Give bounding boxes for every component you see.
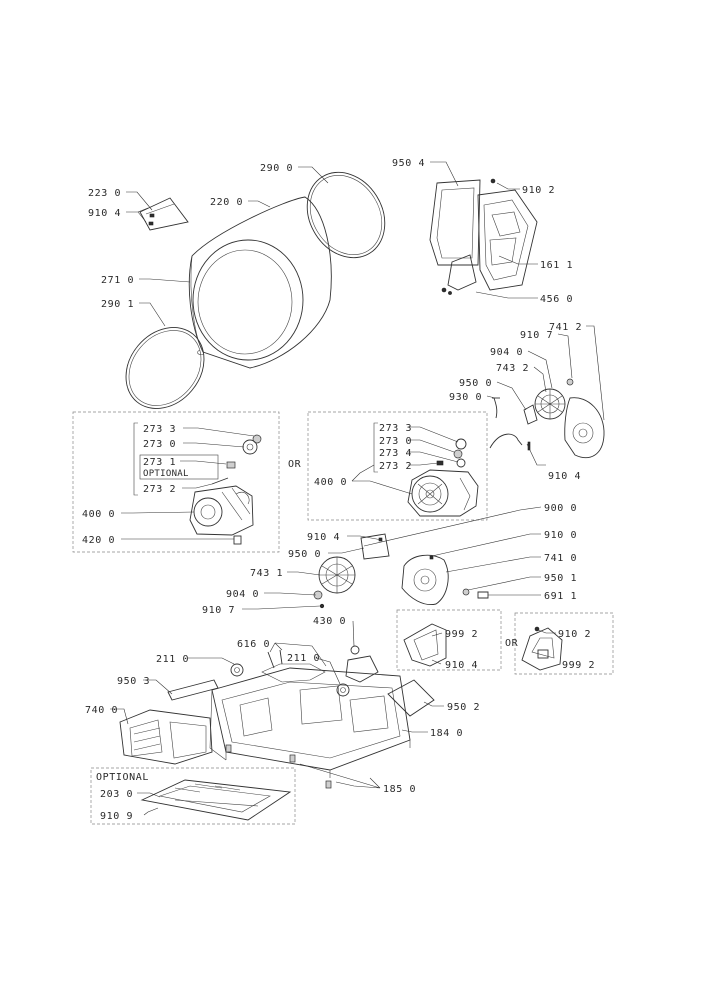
label-273-2-a: 273 2 [143, 484, 176, 495]
fan-scroll-741-2 [564, 397, 605, 459]
label-456-0: 456 0 [540, 294, 573, 305]
label-400-0-b: 400 0 [314, 477, 347, 488]
label-273-3-b: 273 3 [379, 423, 412, 434]
label-950-0-b: 950 0 [288, 549, 321, 560]
label-185-0: 185 0 [383, 784, 416, 795]
label-950-1: 950 1 [544, 573, 577, 584]
label-910-0: 910 0 [544, 530, 577, 541]
drum-lifter [139, 197, 189, 231]
filter-housing [477, 189, 538, 291]
label-743-2: 743 2 [496, 363, 529, 374]
label-273-0-b: 273 0 [379, 436, 412, 447]
fan-impeller-743-2 [534, 388, 566, 420]
label-184-0: 184 0 [430, 728, 463, 739]
door-bellows [429, 179, 481, 266]
label-999-2-b: 999 2 [562, 660, 595, 671]
label-or-b: OR [505, 638, 519, 649]
label-271-0: 271 0 [101, 275, 134, 286]
label-910-4-d: 910 4 [445, 660, 478, 671]
base-chassis-184-0 [209, 663, 411, 778]
label-910-2-a: 910 2 [522, 185, 555, 196]
label-910-4-c: 910 4 [307, 532, 340, 543]
label-950-3: 950 3 [117, 676, 150, 687]
label-616-0: 616 0 [237, 639, 270, 650]
label-273-0-a: 273 0 [143, 439, 176, 450]
label-910-4-a: 910 4 [88, 208, 121, 219]
drum-assembly [188, 196, 332, 369]
label-211-0-b: 211 0 [287, 653, 320, 664]
label-430-0: 430 0 [313, 616, 346, 627]
label-930-0: 930 0 [449, 392, 482, 403]
label-203-0: 203 0 [100, 789, 133, 800]
pump-cover-999-2-a [403, 623, 447, 667]
filter-bracket [441, 254, 477, 295]
label-273-3-a: 273 3 [143, 424, 176, 435]
label-691-1: 691 1 [544, 591, 577, 602]
label-743-1: 743 1 [250, 568, 283, 579]
label-741-2: 741 2 [549, 322, 582, 333]
label-420-0: 420 0 [82, 535, 115, 546]
option-box-999-2-right [514, 612, 614, 675]
label-910-7-b: 910 7 [202, 605, 235, 616]
label-904-0-a: 904 0 [490, 347, 523, 358]
label-223-0: 223 0 [88, 188, 121, 199]
label-910-7-a: 910 7 [520, 330, 553, 341]
label-or-a: OR [288, 459, 302, 470]
fan-bracket-950-0 [360, 533, 390, 560]
option-box-base-plate [90, 767, 296, 825]
part-labels: 290 0 223 0 910 4 220 0 271 0 290 1 950 … [82, 158, 595, 822]
option-box-999-2-left [396, 609, 502, 671]
label-273-1: 273 1 [143, 457, 176, 468]
seal-950-3 [167, 679, 219, 701]
motor-400-0-left [189, 485, 254, 536]
label-999-2-a: 999 2 [445, 629, 478, 640]
label-220-0: 220 0 [210, 197, 243, 208]
seal-950-2 [387, 679, 435, 717]
label-optional-a: OPTIONAL [143, 469, 189, 479]
label-740-0: 740 0 [85, 705, 118, 716]
label-400-0-a: 400 0 [82, 509, 115, 520]
motor-400-0-right [407, 469, 479, 517]
label-290-1: 290 1 [101, 299, 134, 310]
label-211-0-a: 211 0 [156, 654, 189, 665]
label-950-4: 950 4 [392, 158, 425, 169]
label-950-2: 950 2 [447, 702, 480, 713]
label-904-0-b: 904 0 [226, 589, 259, 600]
pump-cover-999-2-b [521, 626, 563, 671]
label-290-0: 290 0 [260, 163, 293, 174]
label-273-4: 273 4 [379, 448, 412, 459]
label-900-0: 900 0 [544, 503, 577, 514]
leader-lines [110, 161, 605, 816]
pump-430-0 [345, 645, 379, 683]
base-plate-203-0 [140, 779, 292, 821]
label-273-2-b: 273 2 [379, 461, 412, 472]
label-741-0: 741 0 [544, 553, 577, 564]
condenser-740-0 [119, 709, 213, 765]
fan-impeller-743-1 [318, 556, 356, 594]
drum-seal-290-1 [125, 327, 205, 409]
drum-seal-290-0 [306, 171, 386, 259]
motor-option-box-right [307, 411, 488, 521]
label-910-9: 910 9 [100, 811, 133, 822]
label-optional-b: OPTIONAL [96, 772, 149, 783]
fan-scroll-741-0 [401, 554, 449, 606]
label-950-0-a: 950 0 [459, 378, 492, 389]
motor-option-box-left [72, 411, 280, 553]
label-910-2-b: 910 2 [558, 629, 591, 640]
label-910-4-b: 910 4 [548, 471, 581, 482]
label-161-1: 161 1 [540, 260, 573, 271]
